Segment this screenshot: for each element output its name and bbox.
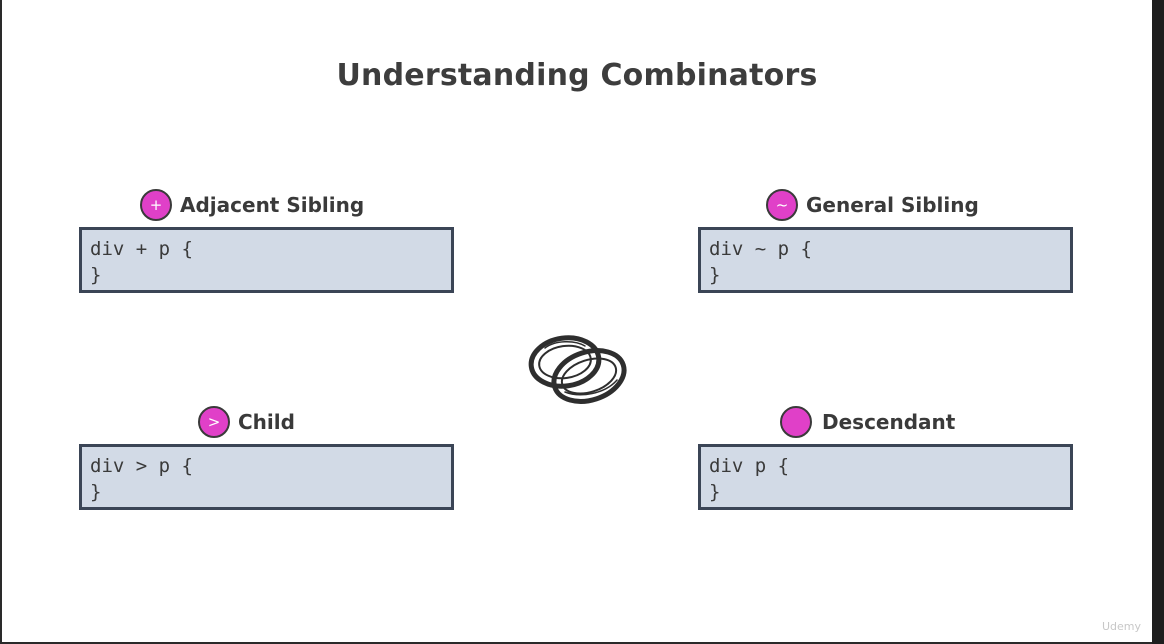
code-line: } [90, 481, 102, 503]
code-line: div + p { [90, 238, 193, 260]
adjacent-sibling-code-box: div + p { } [79, 227, 454, 293]
interlocked-rings-icon [528, 335, 627, 404]
greater-than-icon: > [198, 406, 230, 438]
descendant-code-box: div p { } [698, 444, 1073, 510]
code-line: } [709, 264, 721, 286]
code-line: } [90, 264, 102, 286]
descendant-heading: Descendant [780, 404, 955, 440]
plus-icon: + [140, 189, 172, 221]
tilde-icon: ~ [766, 189, 798, 221]
code-line: } [709, 481, 721, 503]
code-line: div > p { [90, 455, 193, 477]
child-heading: > Child [198, 404, 295, 440]
child-label: Child [238, 410, 295, 434]
window-edge-strip [1152, 0, 1164, 644]
code-line: div p { [709, 455, 790, 477]
adjacent-sibling-heading: + Adjacent Sibling [140, 187, 364, 223]
child-code-box: div > p { } [79, 444, 454, 510]
descendant-label: Descendant [822, 410, 956, 434]
general-sibling-code-box: div ~ p { } [698, 227, 1073, 293]
code-line: div ~ p { [709, 238, 812, 260]
udemy-watermark: Udemy [1102, 620, 1142, 633]
general-sibling-heading: ~ General Sibling [766, 187, 979, 223]
adjacent-sibling-label: Adjacent Sibling [180, 193, 365, 217]
slide-title: Understanding Combinators [336, 58, 818, 93]
general-sibling-label: General Sibling [806, 193, 979, 217]
blank-circle-icon [780, 406, 812, 438]
